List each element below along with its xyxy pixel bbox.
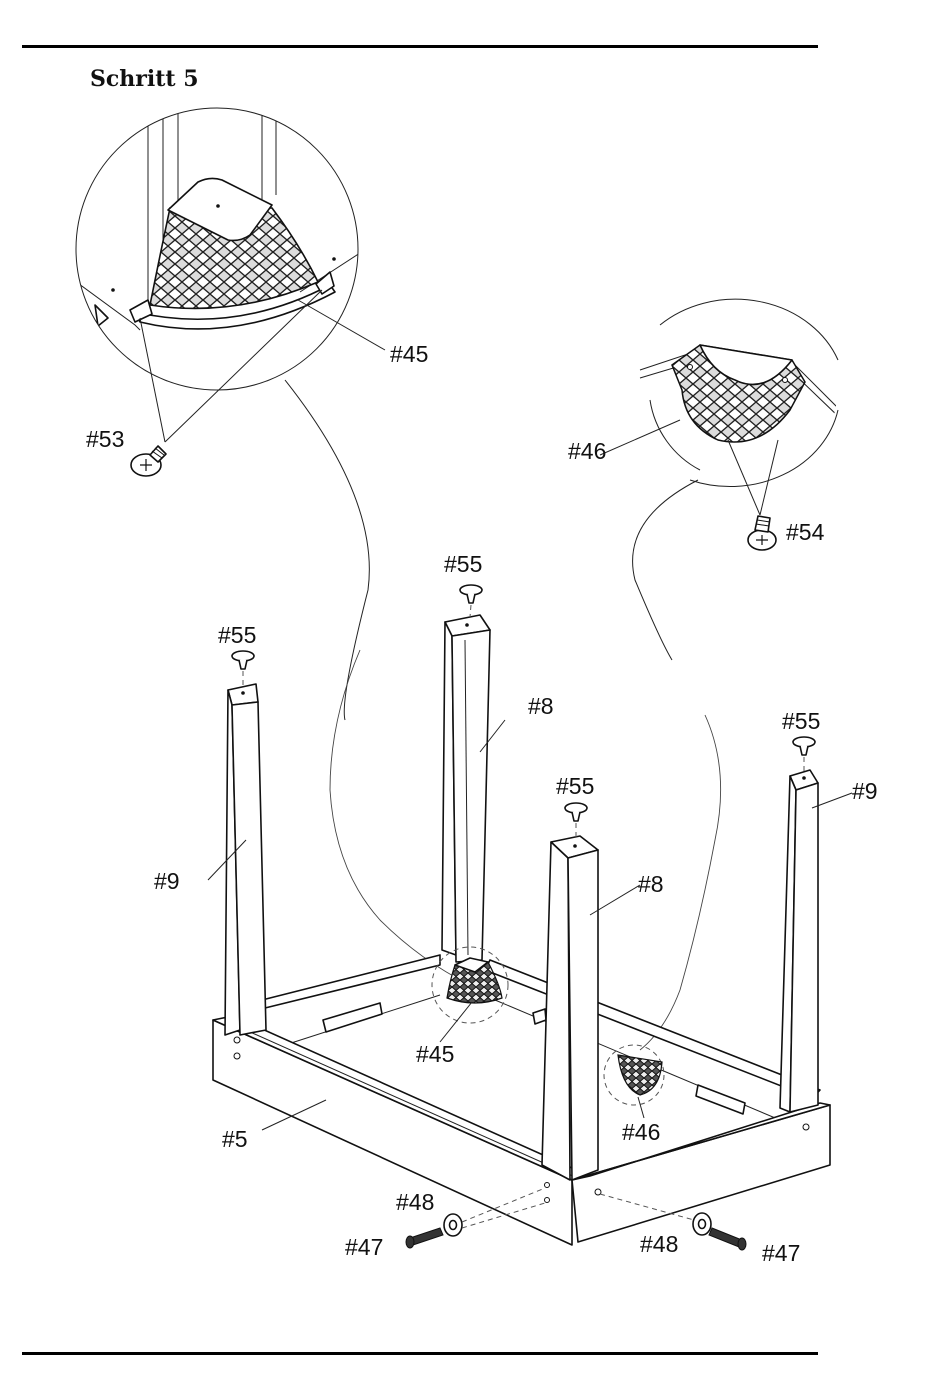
leg-9-right <box>780 770 818 1112</box>
label-9-right: #9 <box>852 778 878 804</box>
mesh-foot-45-small <box>432 947 508 1023</box>
screw-54 <box>748 516 776 550</box>
label-46-detail: #46 <box>568 438 606 464</box>
label-5: #5 <box>222 1126 248 1152</box>
label-48-right: #48 <box>640 1231 678 1257</box>
bolt-47-left <box>406 1228 443 1248</box>
label-47-left: #47 <box>345 1234 383 1260</box>
bolt-47-right <box>709 1228 746 1250</box>
detail-circle-46 <box>640 299 840 486</box>
label-55-left: #55 <box>218 622 256 648</box>
leg-8-back <box>442 615 490 962</box>
screw-53 <box>131 446 166 476</box>
label-54: #54 <box>786 519 825 545</box>
cap-55-left <box>232 651 254 686</box>
leg-8-front <box>542 836 598 1180</box>
label-46-main: #46 <box>622 1119 660 1145</box>
mesh-corner-46-small <box>604 1045 664 1105</box>
label-8-back: #8 <box>528 693 554 719</box>
label-48-left: #48 <box>396 1189 434 1215</box>
cap-55-front <box>565 803 587 838</box>
table-frame <box>213 955 830 1245</box>
label-55-front: #55 <box>556 773 594 799</box>
label-9-left: #9 <box>154 868 180 894</box>
leg-9-left <box>225 684 266 1035</box>
cap-55-right <box>793 737 815 772</box>
label-53: #53 <box>86 426 124 452</box>
cap-55-center <box>460 585 482 617</box>
label-8-front: #8 <box>638 871 664 897</box>
label-45-main: #45 <box>416 1041 454 1067</box>
label-45-detail: #45 <box>390 341 428 367</box>
label-47-right: #47 <box>762 1240 800 1266</box>
label-55-right: #55 <box>782 708 820 734</box>
label-55-center: #55 <box>444 551 482 577</box>
washer-48-right <box>693 1213 711 1235</box>
washer-48-left <box>444 1214 462 1236</box>
detail-circle-45 <box>60 108 380 390</box>
